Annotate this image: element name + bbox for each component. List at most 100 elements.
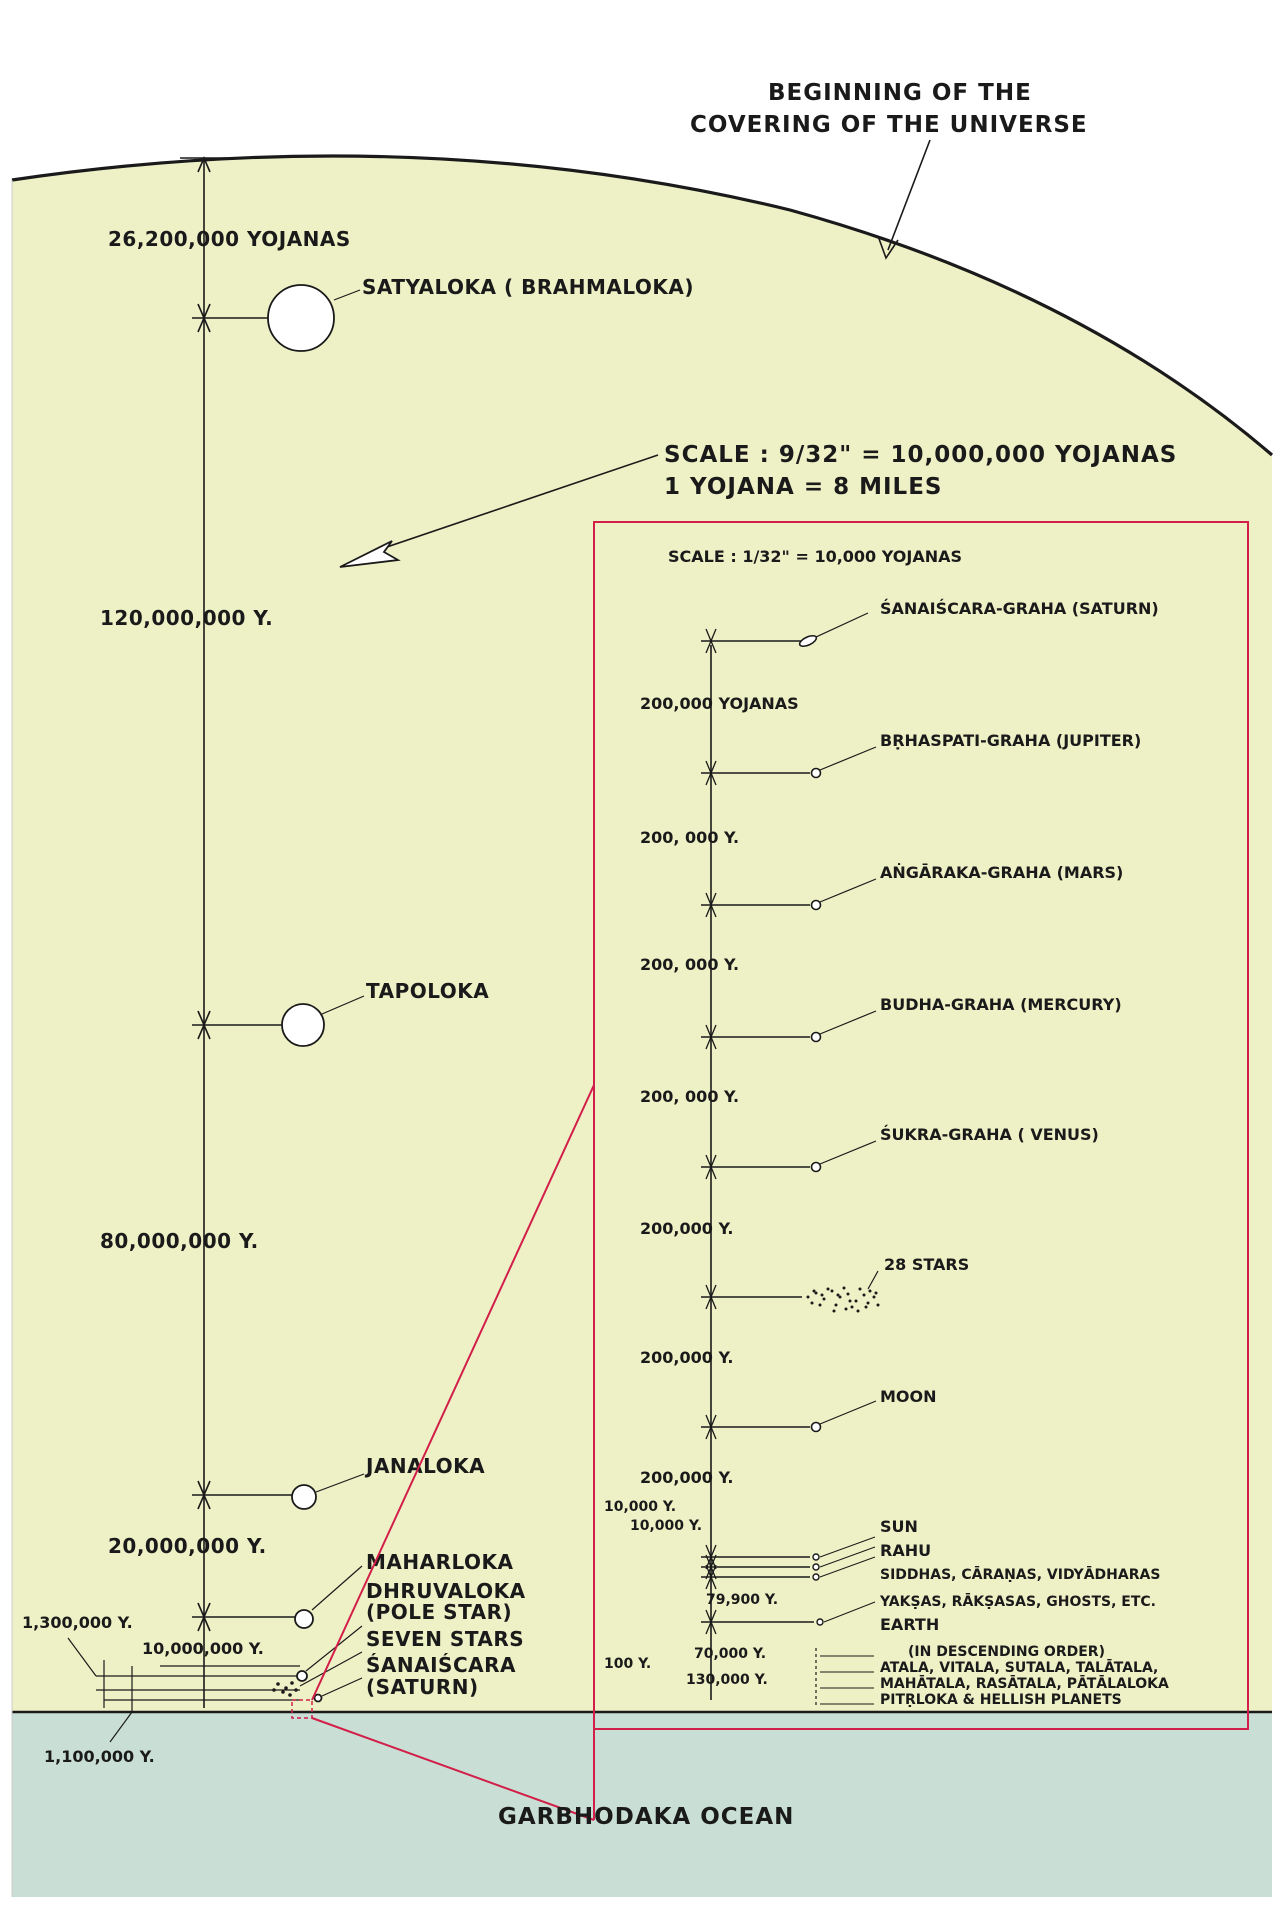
inset-star-21 [856,1309,860,1313]
inset-star-15 [866,1301,870,1305]
dist-mars-mercury: 200, 000 Y. [640,955,739,974]
dist-dhruvaloka-to-seven-stars: 1,300,000 Y. [22,1613,133,1632]
inset-star-14 [810,1301,814,1305]
inset-mars-marker-pointer [819,878,877,903]
tapoloka-label: TAPOLOKA [366,979,489,1003]
label-rahu: RAHU [880,1541,931,1560]
dist-covering-to-satyaloka: 26,200,000 YOJANAS [108,227,351,251]
inset-jupiter-marker-pointer [819,746,877,771]
inset-star-1 [814,1291,818,1295]
zoom-source-box [291,1699,313,1719]
covering-title-line1: BEGINNING OF THE [768,80,1032,106]
main-ticks [180,155,228,1632]
dist-yaksas-earth: 100 Y. [604,1656,651,1672]
inset-star-2 [822,1297,826,1301]
tapoloka-pointer [321,995,365,1015]
sanaiscara-label: ŚANAIŚCARA [366,1653,516,1677]
inset-star-6 [854,1299,858,1303]
seven-stars-label: SEVEN STARS [366,1627,524,1651]
inset-star-4 [838,1295,842,1299]
inset-arrow-down-3 [705,1035,717,1050]
inset-star-10 [850,1305,854,1309]
label-saturn: ŚANAIŚCARA-GRAHA (SATURN) [880,599,1159,618]
inset-moon-marker [810,1421,822,1433]
inset-star-26 [812,1289,816,1293]
inset-earth-marker [816,1618,824,1626]
inset-star-13 [858,1287,862,1291]
scale-arrowhead [339,540,401,568]
inset-star-5 [846,1292,850,1296]
inset-star-11 [826,1287,830,1291]
inset-arrow-down-4 [705,1165,717,1180]
inset-venus-marker-pointer [819,1140,877,1165]
inset-mercury-marker-pointer [819,1010,877,1035]
dist-moon-sun: 200,000 Y. [640,1468,733,1487]
saturn-pointer [321,1677,363,1697]
seven-stars-pointer [299,1651,363,1687]
main-scale-label: SCALE : 9/32" = 10,000,000 YOJANAS [664,442,1177,468]
dist-satyaloka-to-tapoloka: 120,000,000 Y. [100,606,273,630]
covering-title-line2: COVERING OF THE UNIVERSE [690,112,1088,138]
inset-venus-marker [810,1161,822,1173]
inset-star-20 [832,1309,836,1313]
ocean-label: GARBHODAKA OCEAN [498,1804,794,1830]
covering-arrowhead [877,235,899,260]
lower-planets-line3: PITṚLOKA & HELLISH PLANETS [880,1692,1122,1708]
dist-venus-stars: 200,000 Y. [640,1219,733,1238]
dist-seven-stars-to-saturn: 1,100,000 Y. [44,1747,155,1766]
lower-planets-line2: MAHĀTALA, RASĀTALA, PĀTĀLALOKA [880,1674,1169,1692]
inset-star-12 [842,1286,846,1290]
dist-siddhas-yaksas: 79,900 Y. [706,1592,778,1608]
label-28-stars: 28 STARS [884,1255,969,1274]
inset-sun-marker-pointer [819,1536,876,1558]
lower-planets-heading: (IN DESCENDING ORDER) [908,1644,1105,1660]
inset-star-27 [874,1291,878,1295]
inset-star-22 [820,1293,824,1297]
dist-sun-rahu: 10,000 Y. [604,1499,676,1515]
saturn-label: (SATURN) [366,1675,479,1699]
inset-arrow-down-1 [705,771,717,786]
dhruvaloka-label: DHRUVALOKA [366,1579,526,1603]
universe-covering-edge [11,154,1274,457]
label-yaksas: YAKṢAS, RĀKṢASAS, GHOSTS, ETC. [879,1592,1156,1610]
inset-moon-marker-pointer [819,1400,877,1425]
inset-star-23 [848,1299,852,1303]
saturn-planet-small [313,1693,323,1703]
maharloka-label: MAHARLOKA [366,1550,514,1574]
main-lower-ticks [67,1637,300,1743]
inset-arrow-down-0 [705,639,717,654]
maharloka-planet [294,1609,314,1629]
covering-pointer-arrow [887,139,931,251]
yojana-conversion-label: 1 YOJANA = 8 MILES [664,474,942,500]
satyaloka-planet [267,284,335,352]
inset-mercury-marker [810,1031,822,1043]
inset-jupiter-marker [810,767,822,779]
label-mercury: BUDHA-GRAHA (MERCURY) [880,995,1122,1014]
label-siddhas: SIDDHAS, CĀRAṆAS, VIDYĀDHARAS [880,1565,1160,1583]
inset-arrow-down-7 [705,1555,717,1570]
inset-levels [701,612,880,1706]
inset-rahu-marker-pointer [819,1546,876,1568]
inset-earth-marker-pointer [823,1601,876,1623]
inset-star-24 [836,1293,840,1297]
inset-siddhas-marker [812,1573,820,1581]
inset-scale-label: SCALE : 1/32" = 10,000 YOJANAS [668,547,962,566]
inset-star-3 [830,1289,834,1293]
inset-arrow-down-2 [705,903,717,918]
inset-arrow-down-5 [705,1295,717,1310]
tapoloka-planet [281,1003,325,1047]
inset-star-16 [872,1295,876,1299]
inset-arrow-down-10 [705,1620,717,1635]
dhruvaloka-pointer [305,1625,363,1672]
label-jupiter: BṚHASPATI-GRAHA (JUPITER) [880,731,1141,750]
dhruvaloka-planet [296,1670,308,1682]
inset-arrow-down-9 [705,1575,717,1590]
inset-star-0 [806,1295,810,1299]
dist-tapoloka-to-janaloka: 80,000,000 Y. [100,1229,259,1253]
inset-sun-marker [812,1553,820,1561]
seven-stars-dots [272,1681,298,1697]
janaloka-pointer [315,1473,365,1493]
janaloka-planet [291,1484,317,1510]
